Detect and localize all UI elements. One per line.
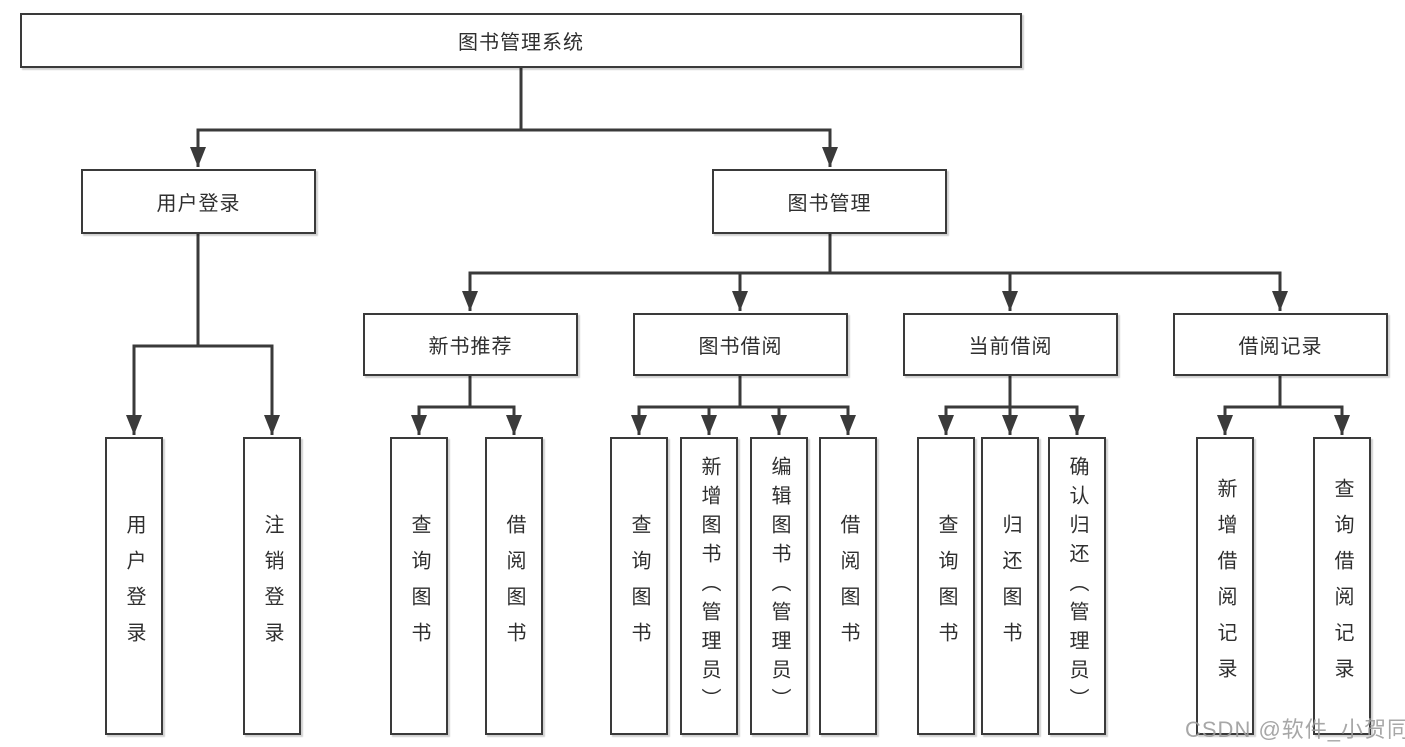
node-book-borrow: 图书借阅 xyxy=(633,313,848,376)
node-root-system: 图书管理系统 xyxy=(20,13,1022,68)
leaf-confirm-return-admin: 确认归还（管理员） xyxy=(1048,437,1106,735)
node-book-management: 图书管理 xyxy=(712,169,947,234)
node-current-borrow: 当前借阅 xyxy=(903,313,1118,376)
node-borrow-records: 借阅记录 xyxy=(1173,313,1388,376)
leaf-return-book: 归还图书 xyxy=(981,437,1039,735)
node-borrow-records-label: 借阅记录 xyxy=(1238,336,1323,358)
node-user-login-label: 用户登录 xyxy=(156,193,241,215)
leaf-query-borrow-record: 查询借阅记录 xyxy=(1313,437,1371,735)
leaf-borrow-book-recommend: 借阅图书 xyxy=(485,437,543,735)
node-user-login: 用户登录 xyxy=(81,169,316,234)
csdn-watermark: CSDN @软件_小贺同学 xyxy=(1185,717,1405,742)
leaf-query-book-borrow: 查询图书 xyxy=(610,437,668,735)
node-book-borrow-label: 图书借阅 xyxy=(698,336,783,358)
leaf-borrow-book: 借阅图书 xyxy=(819,437,877,735)
node-book-management-label: 图书管理 xyxy=(787,193,872,215)
leaf-user-login: 用户登录 xyxy=(105,437,163,735)
leaf-logout-login: 注销登录 xyxy=(243,437,301,735)
leaf-query-book-recommend: 查询图书 xyxy=(390,437,448,735)
node-new-book-recommend-label: 新书推荐 xyxy=(428,336,513,358)
node-new-book-recommend: 新书推荐 xyxy=(363,313,578,376)
leaf-query-book-current: 查询图书 xyxy=(917,437,975,735)
leaf-edit-book-admin: 编辑图书（管理员） xyxy=(750,437,808,735)
leaf-add-borrow-record: 新增借阅记录 xyxy=(1196,437,1254,735)
leaf-add-book-admin: 新增图书（管理员） xyxy=(680,437,738,735)
node-root-label: 图书管理系统 xyxy=(458,32,584,54)
node-current-borrow-label: 当前借阅 xyxy=(968,336,1053,358)
